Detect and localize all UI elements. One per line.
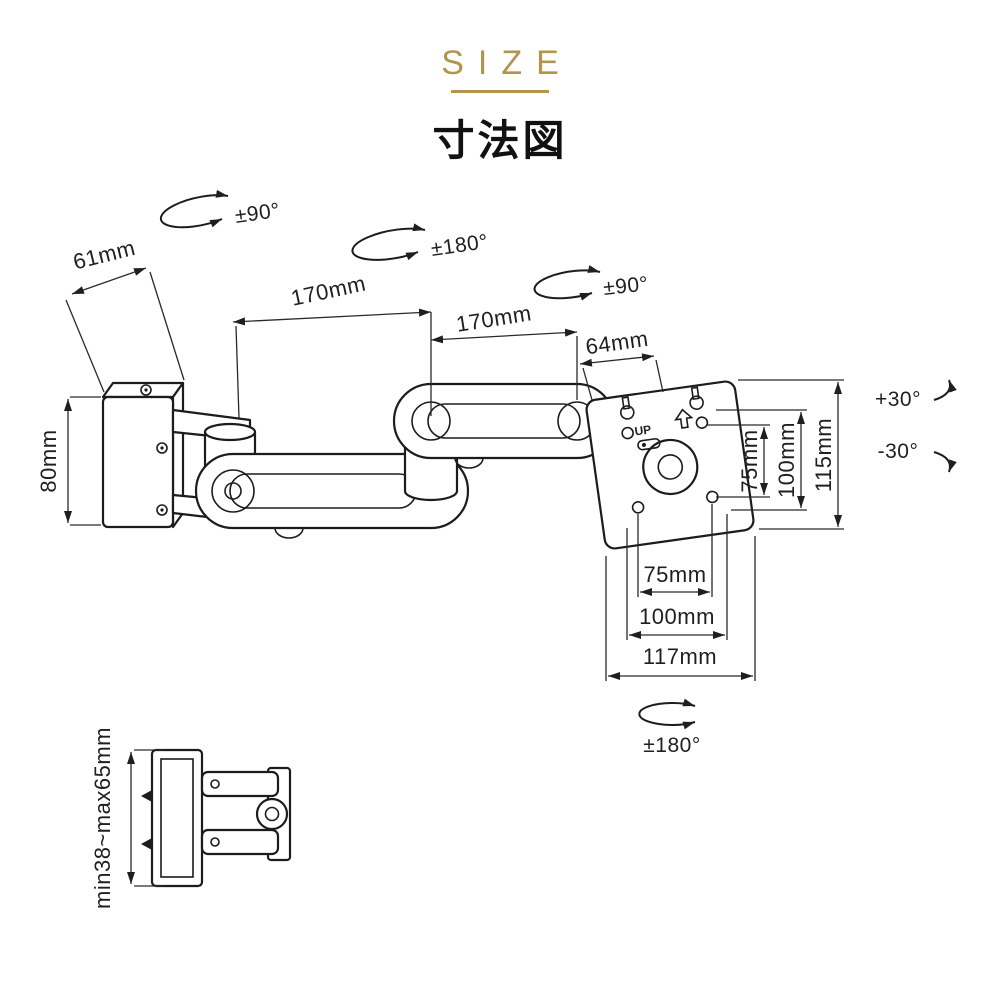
vesa-horizontal-100-label: 100mm xyxy=(639,604,715,629)
clamp-side-view: min38~max65mm xyxy=(90,727,292,909)
arm1-length-label: 170mm xyxy=(289,271,368,311)
screw-icon xyxy=(140,384,152,396)
cable-clip xyxy=(274,527,304,539)
screw-icon xyxy=(156,504,168,516)
plate-rotation-label: ±180° xyxy=(643,734,700,757)
up-arrow-icon xyxy=(674,408,694,429)
wall-plate-depth-label: 61mm xyxy=(71,235,138,275)
tilt-down-label: -30° xyxy=(878,440,919,463)
hook-icon xyxy=(141,838,152,850)
wall-plate-height-label: 80mm xyxy=(36,429,61,492)
vesa-horizontal-75-label: 75mm xyxy=(643,562,706,587)
page-title: SIZE xyxy=(441,44,573,82)
arm2-length-label: 170mm xyxy=(454,300,533,337)
plate-rotation-arrow-icon xyxy=(638,698,696,730)
vesa-vertical-75-label: 75mm xyxy=(737,429,762,492)
head-swivel-label: ±90° xyxy=(602,272,649,300)
tilt-up-label: +30° xyxy=(875,388,921,411)
ball-joint xyxy=(642,438,699,496)
swivel-arrow-icon xyxy=(533,265,601,301)
dimension-annotations: 61mm 170mm 170mm 64mm 80mm 75mm xyxy=(36,235,844,681)
tilt-up-arrow-icon xyxy=(933,379,957,401)
vesa-vertical-100-label: 100mm xyxy=(774,422,799,498)
page-header: SIZE 寸法図 xyxy=(0,0,1000,168)
screw-icon xyxy=(210,837,220,847)
keyhole-slot-icon xyxy=(619,396,635,420)
wall-mount-plate xyxy=(101,381,185,529)
screw-icon xyxy=(156,442,168,454)
head-offset-label: 64mm xyxy=(584,326,650,360)
keyhole-slot-icon xyxy=(689,386,704,410)
arm-segment-2 xyxy=(392,382,616,469)
tilt-down-arrow-icon xyxy=(933,451,957,473)
title-underline xyxy=(451,90,549,93)
vesa-hole xyxy=(631,501,645,514)
up-marking: UP xyxy=(634,422,652,438)
pole-section xyxy=(255,797,289,831)
arm2-swivel-label: ±180° xyxy=(429,230,489,261)
arm1-swivel-label: ±90° xyxy=(233,199,281,228)
hook-icon xyxy=(141,790,152,802)
plate-width-label: 117mm xyxy=(643,644,717,669)
swivel-arrow-icon xyxy=(351,223,426,261)
vesa-hole xyxy=(621,426,634,440)
vesa-plate: UP xyxy=(585,380,755,550)
lock-switch xyxy=(637,438,661,451)
vesa-hole xyxy=(695,416,709,429)
cable-clip xyxy=(454,457,484,469)
vesa-hole xyxy=(706,490,719,504)
clamp-range-label: min38~max65mm xyxy=(90,727,115,909)
plate-height-label: 115mm xyxy=(811,418,836,492)
swivel-arrow-icon xyxy=(159,189,229,229)
page-subtitle: 寸法図 xyxy=(432,117,568,164)
screw-icon xyxy=(210,779,220,789)
